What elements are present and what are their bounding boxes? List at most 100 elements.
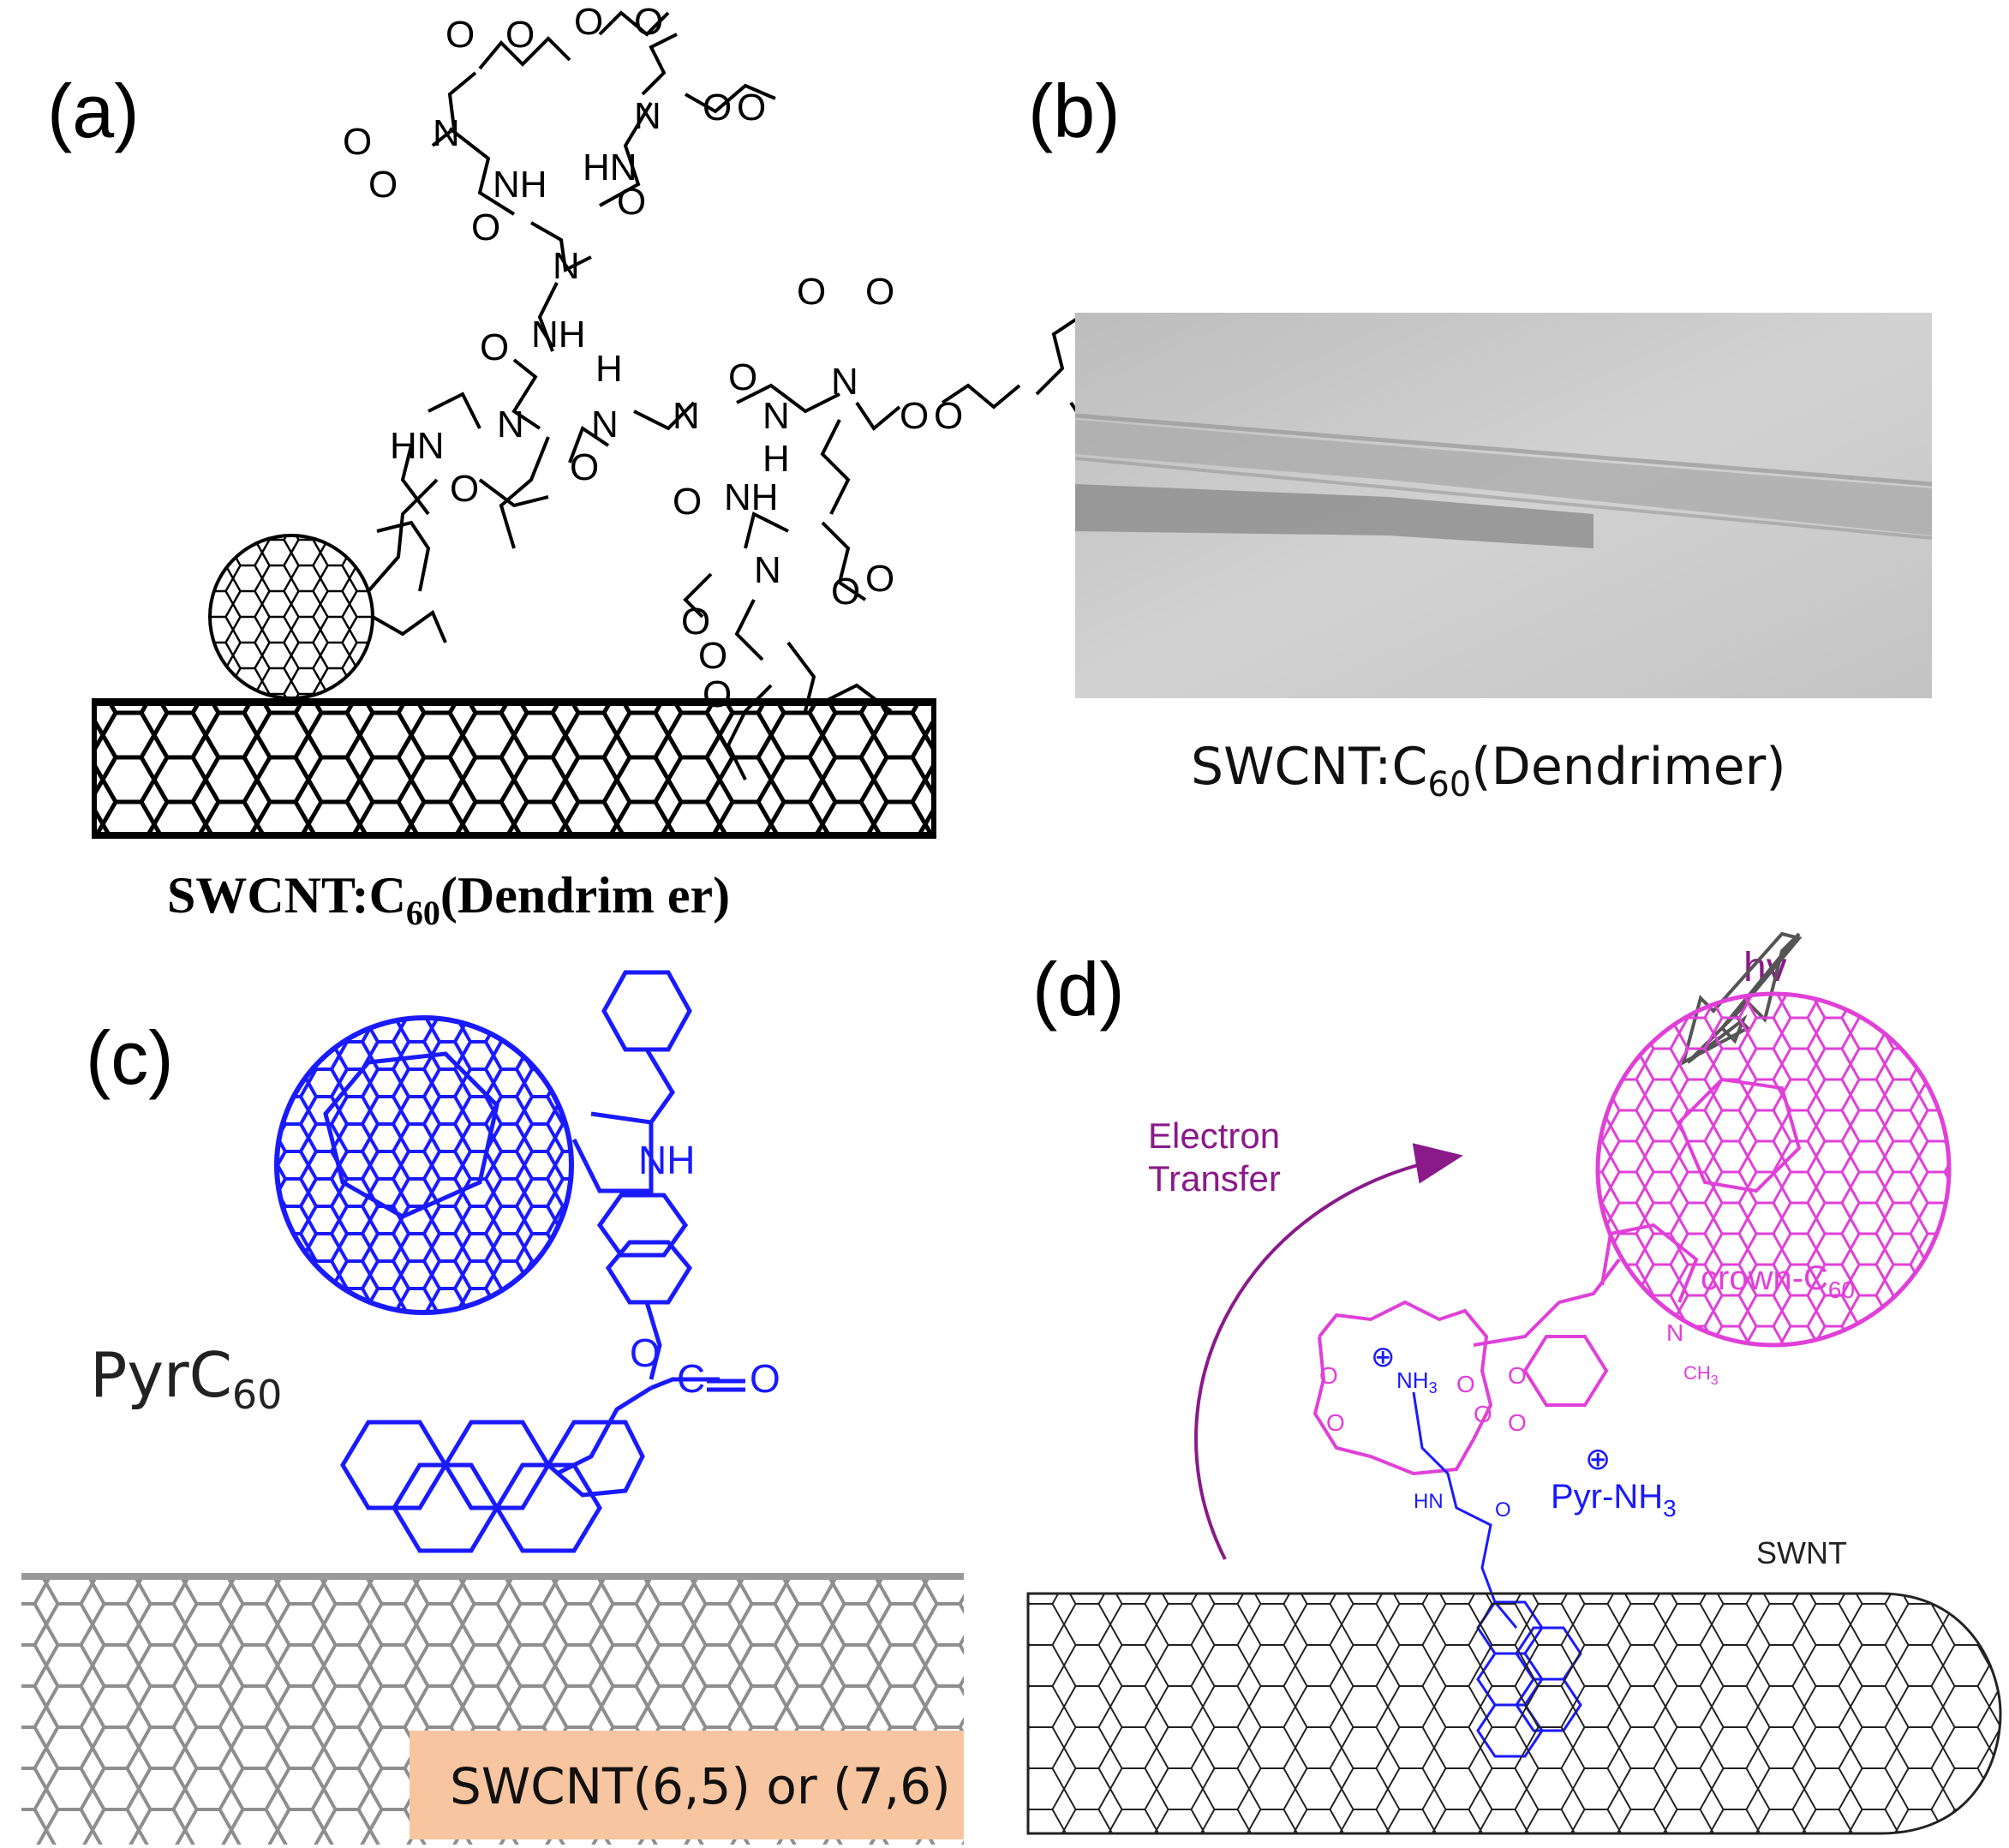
panel-a-label: (a) xyxy=(47,69,140,153)
crown-ether xyxy=(1312,1223,1699,1476)
atom-label: N xyxy=(634,95,661,137)
pyr-nh3-label: Pyr-NH3 xyxy=(1551,1478,1677,1522)
crown-o-label: O xyxy=(1456,1371,1475,1397)
atom-label: O xyxy=(570,446,599,488)
atom-label: O xyxy=(934,395,963,437)
svg-text:SWCNT:C60(Dendrim er): SWCNT:C60(Dendrim er) xyxy=(167,867,730,932)
pyrc60-main: PyrC xyxy=(90,1339,232,1411)
caption-b-tail: (Dendrimer) xyxy=(1471,737,1785,797)
electron-label-2: Transfer xyxy=(1148,1158,1281,1199)
atom-label: H xyxy=(762,438,790,480)
pyrc60-linker xyxy=(340,970,720,1553)
caption-a-main: SWCNT:C xyxy=(167,867,406,924)
atom-label: O xyxy=(703,87,732,129)
tube-label-box xyxy=(410,1731,964,1839)
atom-label: O xyxy=(368,164,398,206)
fullerene-ball-c xyxy=(274,1015,574,1315)
atom-label: N xyxy=(591,404,619,446)
atom-label: O xyxy=(450,468,479,510)
crown-o-label: O xyxy=(1474,1401,1492,1427)
atom-label: O xyxy=(634,1,663,43)
crown-o-label: O xyxy=(1326,1409,1345,1436)
nanotube-a xyxy=(92,698,936,839)
atom-label: O xyxy=(673,481,702,523)
panel-b-label: (b) xyxy=(1028,69,1121,153)
atom-label: NH xyxy=(724,476,779,518)
atom-label: NH xyxy=(531,314,586,356)
atom-label: O xyxy=(681,601,710,643)
atom-label: HN xyxy=(583,147,637,188)
svg-text:SWCNT:C60(Dendrimer): SWCNT:C60(Dendrimer) xyxy=(1191,737,1786,804)
tube-label: SWCNT(6,5) or (7,6) xyxy=(450,1757,951,1815)
pyrc60-sub: 60 xyxy=(232,1372,283,1418)
panel-b: (b) SWCNT:C60(Dendrimer) xyxy=(1028,69,1933,804)
carbon-label: C xyxy=(677,1356,705,1401)
caption-a-tail: (Dendrim er) xyxy=(440,867,730,924)
crown-c60-label: crown-C60 xyxy=(1701,1259,1855,1303)
oxygen-label: O xyxy=(630,1331,661,1375)
atom-label: H xyxy=(595,348,623,390)
carbonyl-o-label: O xyxy=(750,1356,780,1401)
atom-label: O xyxy=(343,121,372,163)
atom-label: O xyxy=(865,271,894,313)
methyl-n-label: N xyxy=(1666,1319,1683,1346)
atom-label: O xyxy=(471,206,500,248)
ch3-sub: 3 xyxy=(1711,1373,1719,1388)
carbonyl-o-label-d: O xyxy=(1495,1498,1511,1522)
caption-a-sub: 60 xyxy=(406,894,440,932)
atom-label: N xyxy=(754,549,781,591)
nh-label: NH xyxy=(638,1138,695,1182)
crown-sub: 60 xyxy=(1828,1277,1855,1303)
methyl-label: CH3 xyxy=(1683,1362,1719,1388)
caption-b-main: SWCNT:C xyxy=(1191,737,1427,797)
atom-label: O xyxy=(445,14,475,56)
atom-label: O xyxy=(865,558,894,600)
plus-symbol: ⊕ xyxy=(1585,1442,1611,1477)
caption-b-sub: 60 xyxy=(1427,765,1471,804)
atom-label: O xyxy=(698,635,727,677)
atom-label: N xyxy=(553,245,580,287)
atom-label: O xyxy=(480,326,509,368)
nh3-main: NH xyxy=(1396,1367,1429,1393)
atom-label: O xyxy=(617,181,646,223)
tem-image xyxy=(1074,313,1933,698)
atom-label: N xyxy=(762,395,790,437)
pyr-sub: 3 xyxy=(1663,1495,1677,1522)
atom-label: N xyxy=(831,361,858,403)
electron-label-1: Electron xyxy=(1148,1115,1280,1156)
fullerene-ball-d xyxy=(1595,991,1952,1348)
crown-o-label: O xyxy=(1508,1362,1527,1389)
electron-transfer-arrow xyxy=(1194,1143,1463,1560)
atom-label: O xyxy=(797,271,826,313)
ch3-main: CH xyxy=(1683,1362,1711,1384)
atom-label: O xyxy=(737,87,766,129)
swnt-label: SWNT xyxy=(1756,1535,1847,1570)
atom-label: O xyxy=(574,1,603,43)
crown-o-label: O xyxy=(1319,1362,1338,1389)
hn-label: HN xyxy=(1414,1490,1444,1513)
panel-a-caption: SWCNT:C60(Dendrim er) xyxy=(167,867,730,932)
fullerene-ball-a xyxy=(208,478,447,700)
atom-label: HN xyxy=(390,425,445,467)
atom-label: O xyxy=(505,14,535,56)
panel-a: (a) xyxy=(47,1,1124,932)
atom-label: O xyxy=(900,395,929,437)
atom-label: N xyxy=(673,395,700,437)
nh3-sub: 3 xyxy=(1429,1379,1438,1396)
atom-label: N xyxy=(497,404,524,446)
nh3-label: NH3 xyxy=(1396,1367,1438,1396)
crown-main: crown-C xyxy=(1701,1259,1828,1297)
atom-label: O xyxy=(728,356,757,398)
panel-b-caption: SWCNT:C60(Dendrimer) xyxy=(1191,737,1786,804)
nanotube-d xyxy=(1026,1592,2002,1835)
panel-c: (c) NH O C O xyxy=(21,970,964,1845)
pyr-main: Pyr-NH xyxy=(1551,1478,1663,1516)
atom-label: NH xyxy=(493,164,547,206)
atom-label: O xyxy=(831,571,860,613)
crown-o-label: O xyxy=(1508,1409,1527,1436)
panel-d: (d) hv Electron Transfer O O O xyxy=(1026,931,2002,1835)
panel-c-label: (c) xyxy=(86,1015,174,1100)
panel-d-label: (d) xyxy=(1032,947,1125,1032)
atom-label: N xyxy=(433,112,460,154)
